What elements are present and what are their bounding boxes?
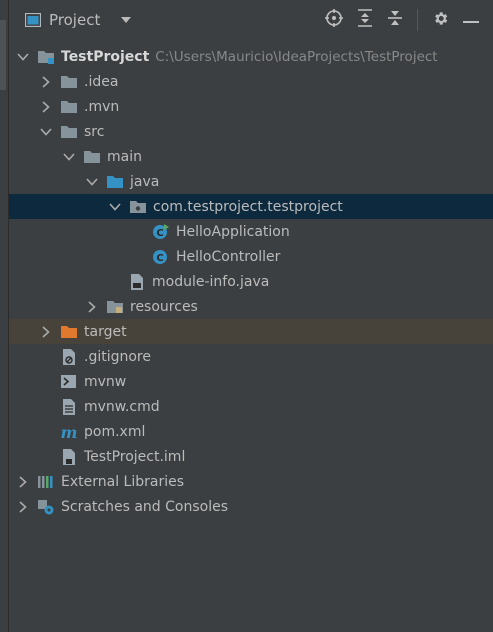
tree-row-pom[interactable]: m pom.xml	[9, 419, 493, 444]
scratches-icon	[37, 499, 55, 515]
tree-label-mvn: .mvn	[84, 98, 120, 115]
tree-row-mvnw[interactable]: mvnw	[9, 369, 493, 394]
chevron-down-icon[interactable]	[17, 51, 29, 63]
excluded-folder-icon	[60, 324, 78, 340]
chevron-right-icon[interactable]	[40, 75, 52, 88]
tree-label-pom: pom.xml	[84, 423, 146, 440]
tree-label-mvnw-cmd: mvnw.cmd	[84, 398, 160, 415]
runnable-class-icon: C	[152, 223, 170, 240]
package-icon	[129, 199, 147, 215]
resources-folder-icon	[106, 299, 124, 315]
tree-row-gitignore[interactable]: .gitignore	[9, 344, 493, 369]
tree-row-idea[interactable]: .idea	[9, 69, 493, 94]
source-folder-icon	[106, 174, 124, 190]
tree-row-mvnw-cmd[interactable]: mvnw.cmd	[9, 394, 493, 419]
tree-label-hello-application: HelloApplication	[176, 223, 290, 240]
chevron-right-icon[interactable]	[17, 500, 29, 513]
project-window-icon	[24, 12, 42, 28]
tree-label-main: main	[107, 148, 142, 165]
tree-row-target[interactable]: target	[9, 319, 493, 344]
project-toolbar: Project	[9, 0, 493, 40]
chevron-right-icon[interactable]	[86, 300, 98, 313]
svg-text:C: C	[156, 228, 163, 239]
tree-label-gitignore: .gitignore	[84, 348, 151, 365]
tree-label-src: src	[84, 123, 105, 140]
tree-row-package[interactable]: com.testproject.testproject	[9, 194, 493, 219]
project-tool-tab[interactable]	[0, 20, 6, 90]
tree-label-java: java	[130, 173, 160, 190]
svg-text:C: C	[156, 253, 163, 264]
chevron-down-icon[interactable]	[109, 201, 121, 213]
chevron-down-icon[interactable]	[63, 151, 75, 163]
gear-icon[interactable]	[432, 10, 449, 31]
minimize-icon[interactable]	[463, 12, 479, 28]
expand-all-icon[interactable]	[357, 9, 373, 31]
chevron-right-icon[interactable]	[40, 325, 52, 338]
tree-label-hello-controller: HelloController	[176, 248, 281, 265]
left-tool-strip	[0, 0, 9, 632]
tree-label-external-libraries: External Libraries	[61, 473, 184, 490]
tree-label-iml: TestProject.iml	[84, 448, 186, 465]
tree-row-root[interactable]: TestProject C:\Users\Mauricio\IdeaProjec…	[9, 44, 493, 69]
chevron-right-icon[interactable]	[17, 475, 29, 488]
folder-icon	[60, 99, 78, 115]
shell-script-icon	[60, 374, 78, 390]
chevron-down-icon[interactable]	[86, 176, 98, 188]
project-view-title[interactable]: Project	[49, 11, 101, 29]
tree-label-target: target	[84, 323, 127, 340]
tree-row-main[interactable]: main	[9, 144, 493, 169]
tree-label-scratches: Scratches and Consoles	[61, 498, 228, 515]
tree-label-resources: resources	[130, 298, 198, 315]
chevron-down-icon[interactable]	[120, 12, 132, 28]
folder-icon	[83, 149, 101, 165]
tree-row-module-info[interactable]: module-info.java	[9, 269, 493, 294]
chevron-down-icon[interactable]	[40, 126, 52, 138]
tree-row-resources[interactable]: resources	[9, 294, 493, 319]
tree-row-src[interactable]: src	[9, 119, 493, 144]
chevron-right-icon[interactable]	[40, 100, 52, 113]
tree-row-hello-application[interactable]: C HelloApplication	[9, 219, 493, 244]
project-tree: TestProject C:\Users\Mauricio\IdeaProjec…	[9, 44, 493, 632]
maven-icon: m	[60, 424, 78, 440]
library-icon	[37, 474, 55, 490]
text-file-icon	[60, 398, 78, 415]
tree-row-external-libraries[interactable]: External Libraries	[9, 469, 493, 494]
folder-icon	[60, 124, 78, 140]
svg-text:m: m	[61, 424, 78, 440]
ignore-file-icon	[60, 348, 78, 365]
tree-row-scratches[interactable]: Scratches and Consoles	[9, 494, 493, 519]
locate-file-icon[interactable]	[325, 9, 343, 31]
tree-label-mvnw: mvnw	[84, 373, 127, 390]
class-icon: C	[152, 249, 170, 265]
tree-row-hello-controller[interactable]: C HelloController	[9, 244, 493, 269]
toolbar-separator	[417, 9, 418, 31]
module-folder-icon	[37, 49, 55, 65]
project-path: C:\Users\Mauricio\IdeaProjects\TestProje…	[155, 48, 438, 65]
folder-icon	[60, 74, 78, 90]
tree-label-idea: .idea	[84, 73, 119, 90]
tree-label-root: TestProject	[61, 48, 150, 65]
tree-row-iml[interactable]: TestProject.iml	[9, 444, 493, 469]
tree-row-java[interactable]: java	[9, 169, 493, 194]
module-file-icon	[60, 448, 78, 465]
tree-label-module-info: module-info.java	[152, 273, 270, 290]
collapse-all-icon[interactable]	[387, 9, 403, 31]
tree-row-mvn[interactable]: .mvn	[9, 94, 493, 119]
java-file-icon	[128, 273, 146, 290]
tree-label-package: com.testproject.testproject	[153, 198, 343, 215]
